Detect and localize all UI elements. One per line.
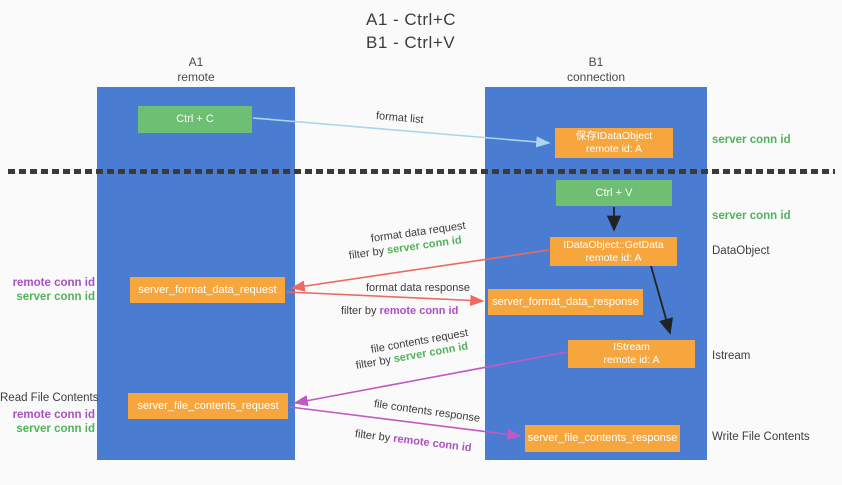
left-label-server-conn-id-file: server conn id xyxy=(16,423,95,435)
left-label-file-conn-ids: remote conn id server conn id xyxy=(0,408,95,436)
lane-header-a1: A1 remote xyxy=(97,55,295,85)
node-format-request-label: server_format_data_request xyxy=(138,283,277,296)
node-ctrl-c: Ctrl + C xyxy=(138,106,252,133)
right-label-server-conn-id-top: server conn id xyxy=(712,134,791,146)
flow-label-format-data-response: format data response xyxy=(366,282,470,294)
node-format-response-label: server_format_data_response xyxy=(492,295,639,308)
right-label-server-conn-id-mid: server conn id xyxy=(712,210,791,222)
right-label-write-file-contents: Write File Contents xyxy=(712,431,810,443)
filter-by-text: filter by xyxy=(354,428,391,445)
phase-separator-dotted-line xyxy=(8,169,835,174)
left-label-server-conn-id-format: server conn id xyxy=(16,291,95,303)
node-ctrl-c-label: Ctrl + C xyxy=(176,113,214,125)
lane-a1-name: A1 xyxy=(188,55,204,69)
node-save-idataobject-line2: remote id: A xyxy=(585,143,643,155)
node-istream-line2: remote id: A xyxy=(603,354,660,366)
node-server-format-data-request: server_format_data_request xyxy=(130,277,285,303)
flow-label-format-list: format list xyxy=(375,110,425,127)
node-server-format-data-response: server_format_data_response xyxy=(488,289,643,315)
right-label-dataobject: DataObject xyxy=(712,245,770,257)
node-getdata-line2: remote id: A xyxy=(585,251,642,264)
node-save-idataobject: 保存IDataObject remote id: A xyxy=(555,128,673,158)
title-line-2: B1 - Ctrl+V xyxy=(366,33,456,52)
left-label-read-file-contents: Read File Contents xyxy=(0,392,99,404)
node-save-idataobject-line1: 保存IDataObject xyxy=(575,130,653,142)
node-file-response-label: server_file_contents_response xyxy=(527,432,678,444)
left-label-remote-conn-id-file: remote conn id xyxy=(12,409,95,421)
node-getdata-line1: IDataObject::GetData xyxy=(563,238,664,251)
flow-label-file-contents-response: file contents response xyxy=(373,398,481,425)
filter-by-text: filter by xyxy=(341,305,377,317)
filter-key-remote-conn-id: remote conn id xyxy=(392,432,473,455)
left-label-remote-conn-id-format: remote conn id xyxy=(12,277,95,289)
node-istream: IStream remote id: A xyxy=(568,340,695,368)
filter-by-text: filter by xyxy=(348,245,385,262)
node-server-file-contents-response: server_file_contents_response xyxy=(525,425,680,452)
title-line-1: A1 - Ctrl+C xyxy=(366,10,457,29)
node-ctrl-v-label: Ctrl + V xyxy=(595,186,633,199)
filter-key-remote-conn-id: remote conn id xyxy=(379,305,459,317)
node-idataobject-getdata: IDataObject::GetData remote id: A xyxy=(550,237,677,266)
lane-header-b1: B1 connection xyxy=(485,55,707,85)
node-server-file-contents-request: server_file_contents_request xyxy=(128,393,288,419)
lane-b1-role: connection xyxy=(566,70,626,84)
right-label-istream: Istream xyxy=(712,350,751,362)
lane-a1-role: remote xyxy=(177,70,215,84)
filter-by-text: filter by xyxy=(354,353,392,372)
node-file-request-label: server_file_contents_request xyxy=(137,399,279,412)
node-istream-line1: IStream xyxy=(613,341,650,353)
diagram-title: A1 - Ctrl+C B1 - Ctrl+V xyxy=(366,8,456,54)
lane-b1-name: B1 xyxy=(588,55,604,69)
left-label-format-conn-ids: remote conn id server conn id xyxy=(0,276,95,304)
node-ctrl-v: Ctrl + V xyxy=(556,180,672,206)
